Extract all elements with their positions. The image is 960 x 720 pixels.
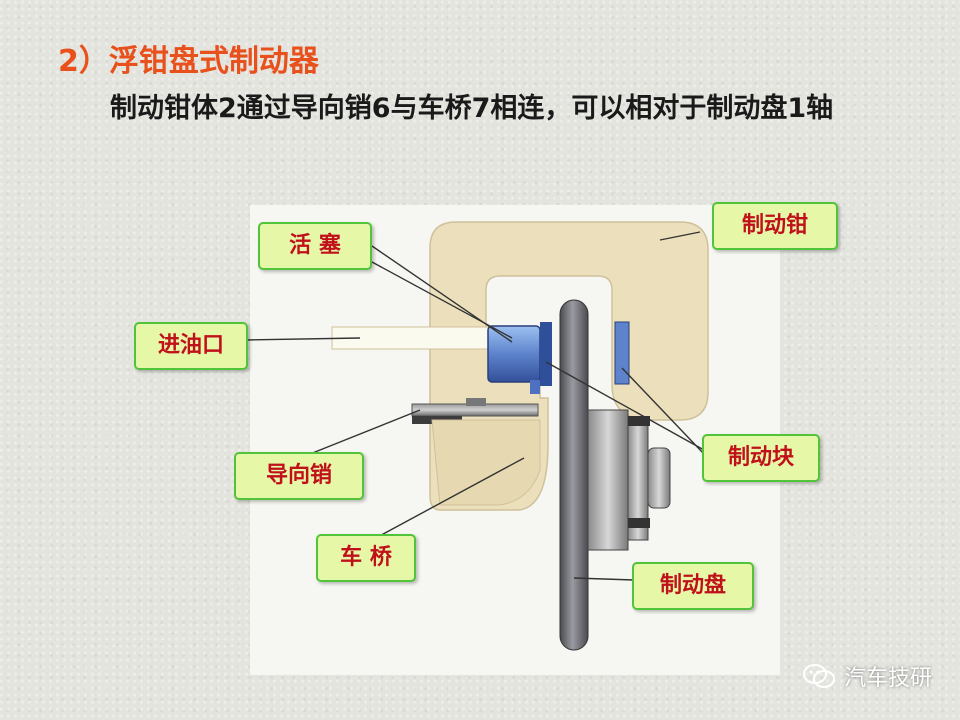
inner-pad-shape: [540, 322, 552, 386]
label-brake-pad: 制动块: [702, 434, 820, 482]
axle-bracket-shape: [431, 419, 541, 506]
leader-pad-inner: [545, 361, 705, 451]
piston-shape: [487, 325, 541, 383]
label-axle: 车 桥: [316, 534, 416, 582]
slide-subtitle: 制动钳体2通过导向销6与车桥7相连，可以相对于制动盘1轴: [110, 93, 834, 124]
hub-flange: [587, 409, 629, 551]
label-piston: 活 塞: [258, 222, 372, 270]
hub-bolt-top: [628, 416, 650, 426]
outer-pad-shape: [614, 321, 630, 385]
hub-bolt-bottom: [628, 518, 650, 528]
label-guide-pin: 导向销: [234, 452, 364, 500]
watermark-text: 汽车技研: [843, 666, 932, 691]
slide-title: 2）浮钳盘式制动器: [58, 44, 319, 79]
leader-guide-pin: [299, 409, 421, 459]
label-caliper: 制动钳: [712, 202, 838, 250]
leader-caliper: [659, 231, 701, 241]
label-oil-inlet: 进油口: [134, 322, 248, 370]
hub-cap: [647, 447, 671, 509]
leader-axle: [371, 457, 525, 541]
piston-seal: [530, 380, 540, 394]
leader-pad-outer: [621, 367, 705, 455]
leader-lines: [245, 231, 705, 581]
watermark: 汽车技研: [802, 660, 932, 692]
leader-oil-inlet: [245, 337, 361, 341]
leader-piston-2: [371, 261, 513, 339]
label-brake-disc: 制动盘: [632, 562, 754, 610]
leader-disc: [573, 577, 635, 581]
wechat-icon: [802, 664, 835, 688]
guide-pin-collar: [466, 398, 486, 406]
brake-disc-shape: [559, 299, 589, 651]
